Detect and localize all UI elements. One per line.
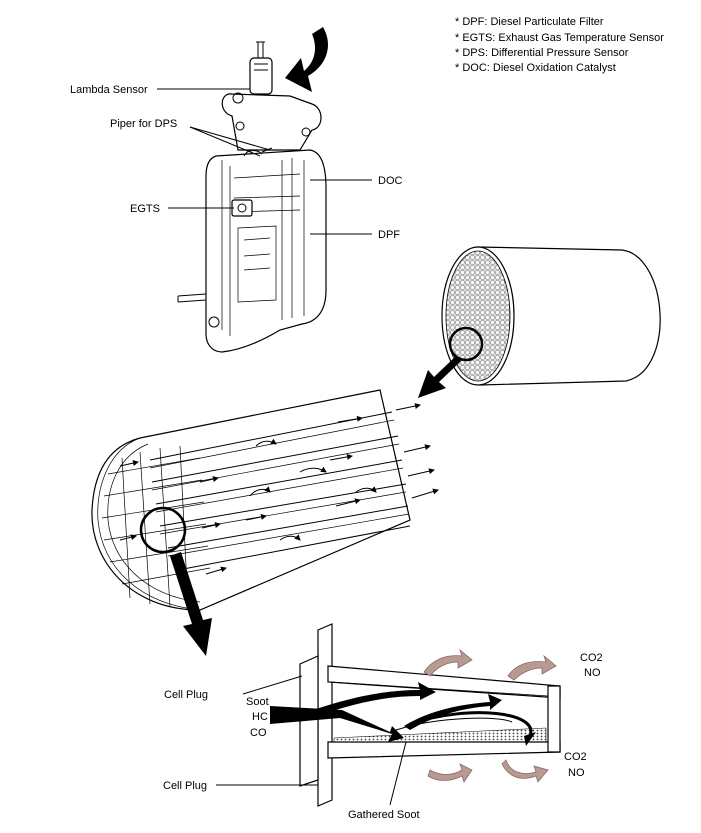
legend-doc: * DOC: Diesel Oxidation Catalyst — [455, 62, 616, 74]
label-cell-plug-top: Cell Plug — [164, 689, 208, 701]
label-dpf: DPF — [378, 229, 400, 241]
label-soot: Soot — [246, 696, 269, 708]
cylinder-zoom-circle — [448, 326, 484, 362]
dpf-cylinder — [418, 246, 661, 398]
label-co2-bottom: CO2 — [564, 751, 587, 763]
dpf-assembly: Lambda Sensor Piper for DPS EGTS DOC DPF — [70, 27, 403, 353]
zoom-arrow-icon — [418, 356, 461, 398]
label-hc: HC — [252, 711, 268, 723]
label-no-top: NO — [584, 667, 601, 679]
label-cell-plug-bottom: Cell Plug — [163, 780, 207, 792]
label-co: CO — [250, 727, 267, 739]
label-egts: EGTS — [130, 203, 160, 215]
cell-zoom-arrow-icon — [170, 552, 212, 656]
label-no-bottom: NO — [568, 767, 585, 779]
inlet-arrow-icon — [285, 27, 329, 92]
cell-detail: Cell Plug Cell Plug Soot HC CO CO2 NO CO… — [163, 623, 603, 821]
label-co2-top: CO2 — [580, 652, 603, 664]
cutaway-zoom-circle — [139, 506, 187, 554]
legend-egts: * EGTS: Exhaust Gas Temperature Sensor — [455, 32, 664, 44]
legend-dpf: * DPF: Diesel Particulate Filter — [455, 16, 604, 28]
legend-dps: * DPS: Differential Pressure Sensor — [455, 47, 629, 59]
label-gathered-soot: Gathered Soot — [348, 809, 420, 821]
label-piper-dps: Piper for DPS — [110, 118, 177, 130]
label-doc: DOC — [378, 175, 403, 187]
legend: * DPF: Diesel Particulate Filter * EGTS:… — [455, 16, 664, 74]
filter-cutaway — [91, 389, 439, 656]
label-lambda-sensor: Lambda Sensor — [70, 84, 148, 96]
